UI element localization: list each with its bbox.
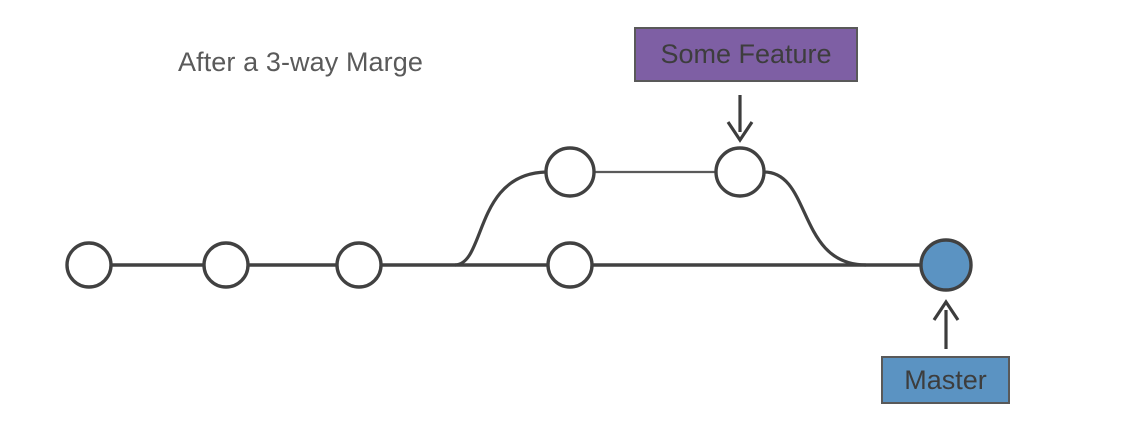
feature-branch-label-text: Some Feature bbox=[660, 39, 832, 69]
commit-node-c2[interactable] bbox=[202, 241, 250, 289]
feature-fork-curve bbox=[454, 170, 547, 267]
feature-arrow-icon bbox=[726, 95, 754, 143]
commit-node-f1[interactable] bbox=[544, 146, 596, 198]
master-branch-label-text: Master bbox=[904, 364, 987, 395]
commit-node-merge-head[interactable] bbox=[919, 238, 973, 292]
diagram-title: After a 3-way Marge bbox=[178, 47, 423, 77]
commit-node-c1[interactable] bbox=[65, 241, 113, 289]
commit-node-c4[interactable] bbox=[546, 241, 594, 289]
feature-merge-curve bbox=[763, 170, 867, 267]
master-arrow-icon bbox=[932, 299, 960, 349]
master-branch-label[interactable]: Master bbox=[881, 356, 1010, 404]
commit-node-c3[interactable] bbox=[335, 241, 383, 289]
feature-branch-label[interactable]: Some Feature bbox=[634, 27, 858, 82]
commit-node-f2[interactable] bbox=[714, 146, 766, 198]
commit-nodes bbox=[65, 146, 973, 292]
